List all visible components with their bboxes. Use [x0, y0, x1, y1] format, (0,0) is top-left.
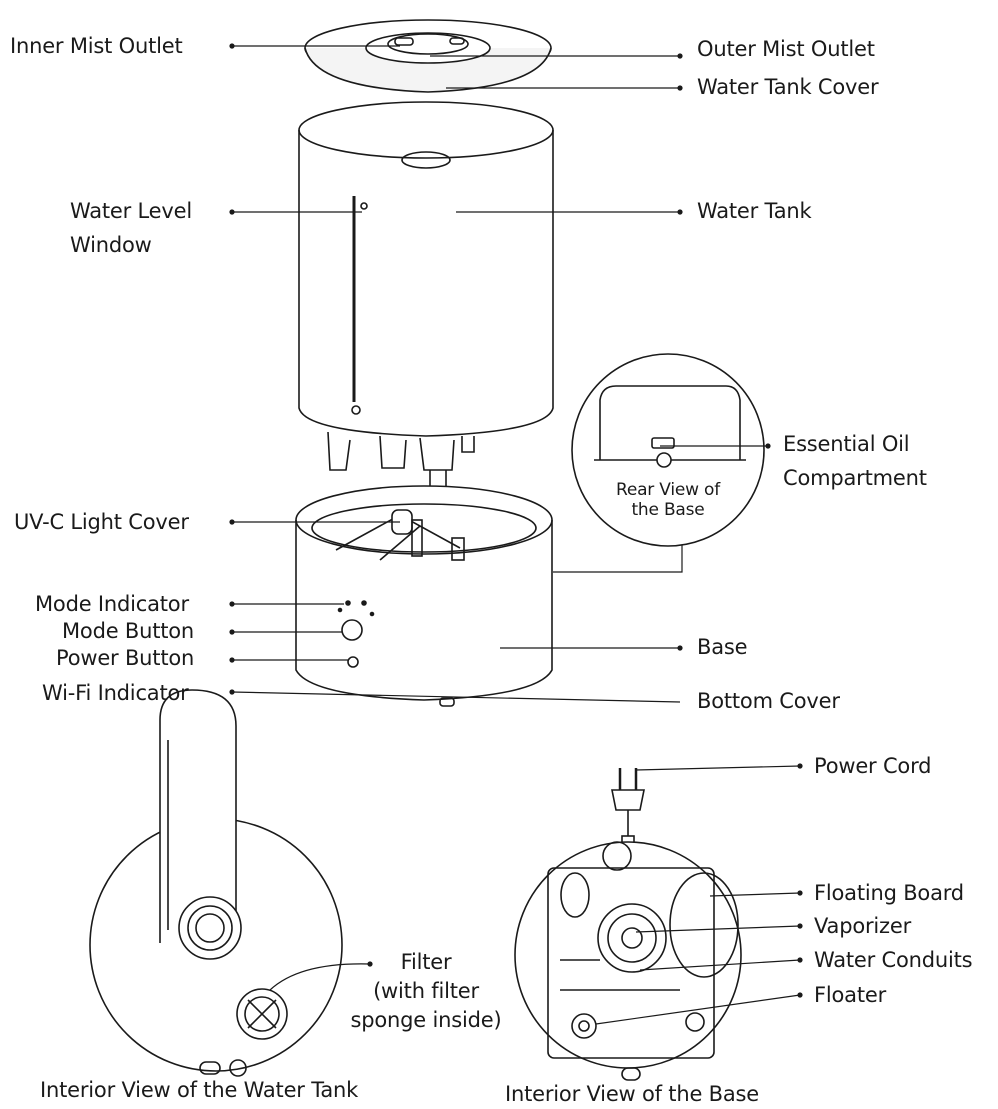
label-uvc-light-cover: UV-C Light Cover [14, 510, 189, 534]
label-wifi-indicator: Wi-Fi Indicator [42, 681, 189, 705]
base-interior-drawing [514, 768, 742, 1081]
label-base: Base [697, 635, 748, 659]
label-water-level-window-line2: Window [70, 233, 152, 257]
label-vaporizer: Vaporizer [814, 914, 912, 938]
label-mode-indicator: Mode Indicator [35, 592, 189, 616]
label-water-level-window-line1: Water Level [70, 199, 192, 223]
label-water-tank-cover: Water Tank Cover [697, 75, 879, 99]
label-water-tank: Water Tank [697, 199, 812, 223]
caption-base-interior: Interior View of the Base [505, 1082, 759, 1106]
label-floater: Floater [814, 983, 887, 1007]
caption-water-tank-interior: Interior View of the Water Tank [40, 1078, 359, 1102]
label-filter-line3: sponge inside) [350, 1008, 502, 1032]
label-rear-view-line1: Rear View of [615, 480, 721, 500]
rear-view-drawing [571, 353, 765, 547]
label-inner-mist-outlet: Inner Mist Outlet [10, 34, 183, 58]
base-drawing [295, 485, 553, 707]
label-essential-oil-line2: Compartment [783, 466, 927, 490]
label-bottom-cover: Bottom Cover [697, 689, 840, 713]
label-rear-view-line2: the Base [631, 500, 705, 520]
label-floating-board: Floating Board [814, 881, 964, 905]
tank-interior-drawing [89, 689, 343, 1077]
water-tank-drawing [298, 101, 554, 537]
label-power-button: Power Button [56, 646, 195, 670]
label-power-cord: Power Cord [814, 754, 932, 778]
label-water-conduits: Water Conduits [814, 948, 973, 972]
label-mode-button: Mode Button [62, 619, 195, 643]
label-outer-mist-outlet: Outer Mist Outlet [697, 37, 875, 61]
leader-lines [229, 43, 803, 1025]
water-tank-cover-drawing [304, 19, 552, 93]
label-filter-line2: (with filter [373, 979, 479, 1003]
label-filter-line1: Filter [400, 950, 452, 974]
label-essential-oil-line1: Essential Oil [783, 432, 910, 456]
